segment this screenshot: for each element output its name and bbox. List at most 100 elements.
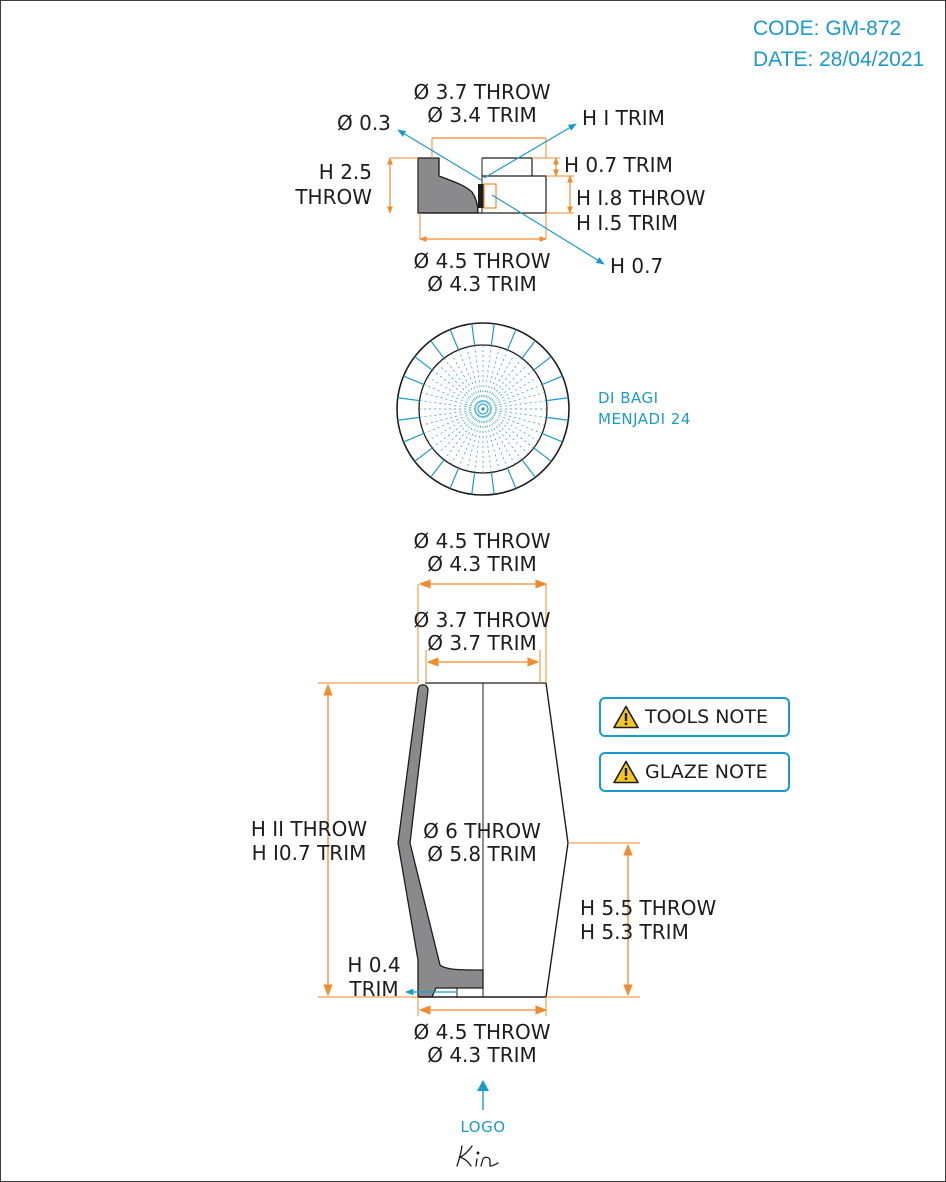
division-ray [488, 377, 538, 406]
division-ray [432, 370, 478, 406]
division-ray [451, 354, 480, 404]
division-tick [490, 323, 495, 346]
division-note-line1: DI BAGI [598, 389, 659, 407]
body-top-inner-diameter-trim: Ø 3.7 TRIM [427, 631, 537, 655]
division-ray [432, 412, 478, 448]
glaze-note-label: GLAZE NOTE [645, 761, 768, 783]
division-ray [458, 350, 481, 403]
division-tick [430, 340, 445, 359]
division-ray [466, 415, 482, 470]
division-ray [438, 413, 479, 454]
body-top-outer-diameter-trim: Ø 4.3 TRIM [427, 552, 537, 576]
division-tick [521, 340, 536, 359]
division-tick [397, 416, 420, 421]
division-ray [489, 400, 546, 409]
division-tick [546, 397, 569, 402]
body-top-inner-diameter-throw: Ø 3.7 THROW [414, 608, 551, 632]
lid-height-throw-value: H 2.5 [319, 160, 372, 184]
division-tick [533, 356, 552, 371]
division-ray [485, 350, 508, 403]
drawing-date: DATE: 28/04/2021 [753, 48, 924, 71]
division-tick [403, 375, 425, 386]
division-ray [489, 410, 544, 426]
division-ticks [397, 323, 569, 495]
division-ray [428, 412, 478, 441]
division-ray [488, 412, 534, 448]
division-ray [422, 410, 477, 426]
division-ray [424, 411, 477, 434]
lid-base-diameter-throw: Ø 4.5 THROW [414, 249, 551, 273]
lid-top-diameter-throw: Ø 3.7 THROW [414, 80, 551, 104]
division-note-line2: MENJADI 24 [598, 410, 691, 428]
division-ray [474, 346, 483, 403]
division-tick [533, 447, 552, 462]
division-ray [488, 370, 534, 406]
body-mid-diameter-throw: Ø 6 THROW [423, 819, 541, 843]
lid-section-fill [417, 157, 479, 214]
division-tick [471, 472, 476, 495]
division-ray [420, 400, 477, 409]
division-tick [403, 432, 425, 443]
body-foot-height-value: H 0.4 [347, 953, 400, 977]
division-ray [486, 358, 522, 404]
kin-signature [456, 1145, 499, 1167]
tools-note-label: TOOLS NOTE [645, 706, 768, 728]
lid-h07: H 0.7 [610, 254, 663, 278]
warning-triangle-icon [613, 705, 639, 729]
tools-note-button[interactable]: TOOLS NOTE [599, 697, 790, 737]
body-base-diameter-trim: Ø 4.3 TRIM [427, 1043, 537, 1067]
division-tick [414, 356, 433, 371]
up-arrow-icon [477, 1080, 489, 1091]
lid-height-throw-label: THROW [294, 185, 372, 209]
division-tick [506, 467, 517, 489]
division-ray [486, 414, 522, 460]
division-tick [414, 447, 433, 462]
body-height-trim: H I0.7 TRIM [252, 841, 367, 865]
division-tick [541, 432, 563, 443]
division-ray [483, 415, 492, 472]
division-rays [420, 346, 546, 472]
lid-hole-diameter: Ø 0.3 [337, 111, 391, 135]
division-ray [489, 384, 542, 407]
body-base-diameter-throw: Ø 4.5 THROW [414, 1020, 551, 1044]
division-ray [489, 409, 546, 418]
division-tick [541, 375, 563, 386]
division-ray [451, 414, 480, 464]
division-ray [484, 348, 500, 403]
body-wall-section [397, 684, 484, 998]
division-tick [490, 472, 495, 495]
division-tick [506, 329, 517, 351]
lid-top-diameter-trim: Ø 3.4 TRIM [427, 103, 537, 127]
division-tick [521, 459, 536, 478]
glaze-note-button[interactable]: GLAZE NOTE [599, 752, 790, 792]
division-ray [489, 411, 542, 434]
division-ray [488, 412, 538, 441]
lid-section: Ø 3.7 THROW Ø 3.4 TRIM Ø 0.3 H I TRIM H … [294, 80, 705, 296]
division-tick [471, 323, 476, 346]
body-top-outer-diameter-throw: Ø 4.5 THROW [414, 529, 551, 553]
division-tick [397, 397, 420, 402]
division-ray [420, 409, 477, 418]
division-ray [428, 377, 478, 406]
top-view: DI BAGI MENJADI 24 [396, 322, 691, 496]
division-ray [458, 415, 481, 468]
lid-h07-trim: H 0.7 TRIM [564, 153, 673, 177]
body-height-throw: H II THROW [251, 817, 367, 841]
body-mid-diameter-trim: Ø 5.8 TRIM [427, 842, 537, 866]
division-ray [444, 358, 480, 404]
lid-base-diameter-trim: Ø 4.3 TRIM [427, 272, 537, 296]
body-lower-height-throw: H 5.5 THROW [580, 896, 716, 920]
lid-insert [478, 184, 484, 208]
division-ray [474, 415, 483, 472]
lid-h18-throw: H I.8 THROW [576, 186, 706, 210]
division-ray [485, 415, 508, 468]
division-ray [487, 413, 528, 454]
division-tick [430, 459, 445, 478]
division-ray [486, 354, 515, 404]
division-ray [466, 348, 482, 403]
division-ray [438, 364, 479, 405]
lid-h15-trim: H I.5 TRIM [576, 211, 678, 235]
division-ray [486, 414, 515, 464]
division-ray [487, 364, 528, 405]
